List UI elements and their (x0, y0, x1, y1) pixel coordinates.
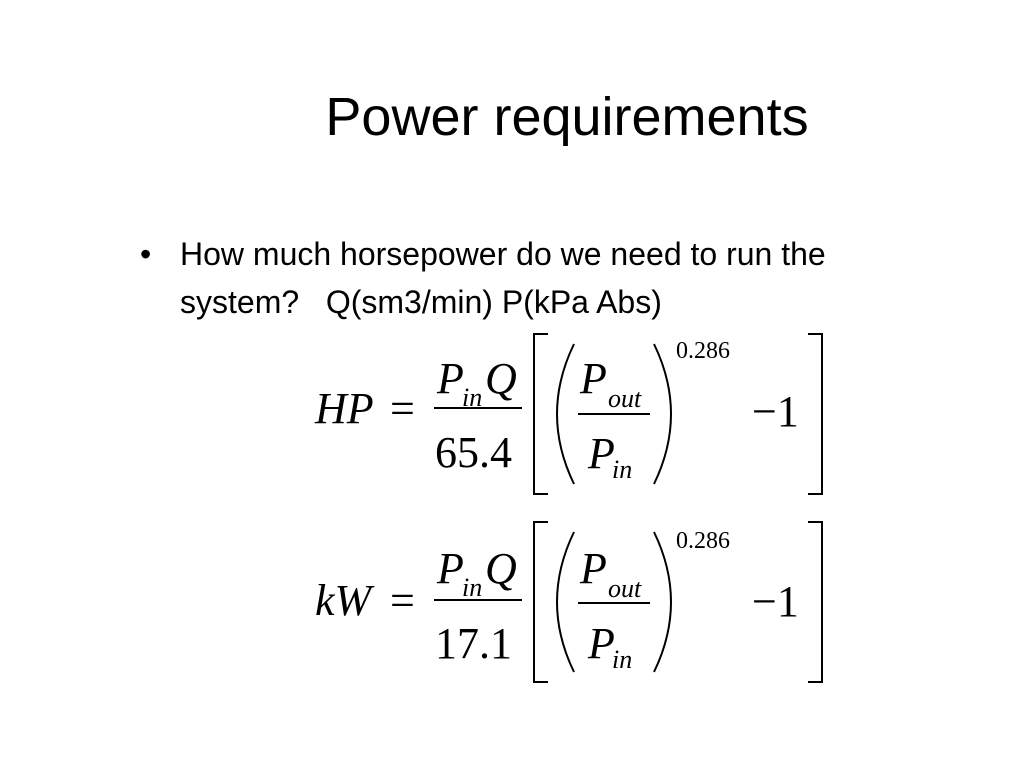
eq-lhs: kW (315, 576, 375, 625)
bullet-marker: • (140, 236, 152, 272)
fraction-numerator-p: P (436, 354, 464, 403)
right-bracket (808, 333, 823, 495)
ratio-denominator-subscript: in (612, 455, 632, 484)
kw-equation: kW = P in Q 17.1 P out P in 0.286 −1 (315, 521, 823, 683)
ratio-denominator-subscript: in (612, 645, 632, 674)
fraction-numerator-q: Q (485, 544, 517, 593)
left-parenthesis (556, 531, 575, 673)
ratio-numerator-subscript: out (608, 384, 642, 413)
left-bracket (533, 333, 548, 495)
eq-lhs: HP (314, 384, 374, 433)
bullet-line-2: system? Q(sm3/min) P(kPa Abs) (180, 284, 662, 320)
bullet-line-1: How much horsepower do we need to run th… (180, 236, 826, 272)
exponent: 0.286 (676, 528, 730, 554)
fraction-denominator: 17.1 (435, 619, 512, 668)
right-parenthesis (653, 343, 672, 485)
ratio-denominator-p: P (587, 619, 615, 668)
bullet-text: How much horsepower do we need to run th… (180, 230, 1010, 326)
minus-one: −1 (752, 387, 799, 436)
slide-title: Power requirements (325, 87, 809, 147)
fraction-numerator-p: P (436, 544, 464, 593)
right-bracket (808, 521, 823, 683)
fraction-numerator-q: Q (485, 354, 517, 403)
ratio-numerator-p: P (579, 354, 607, 403)
hp-equation: HP = P in Q 65.4 P out P in 0.286 −1 (314, 333, 823, 495)
exponent: 0.286 (676, 338, 730, 364)
eq-equals: = (390, 384, 415, 433)
eq-equals: = (390, 576, 415, 625)
ratio-numerator-subscript: out (608, 574, 642, 603)
left-bracket (533, 521, 548, 683)
fraction-denominator: 65.4 (435, 428, 512, 477)
ratio-denominator-p: P (587, 429, 615, 478)
fraction-numerator-subscript: in (462, 573, 482, 602)
right-parenthesis (653, 531, 672, 673)
fraction-numerator-subscript: in (462, 383, 482, 412)
ratio-numerator-p: P (579, 544, 607, 593)
left-parenthesis (556, 343, 575, 485)
minus-one: −1 (752, 577, 799, 626)
